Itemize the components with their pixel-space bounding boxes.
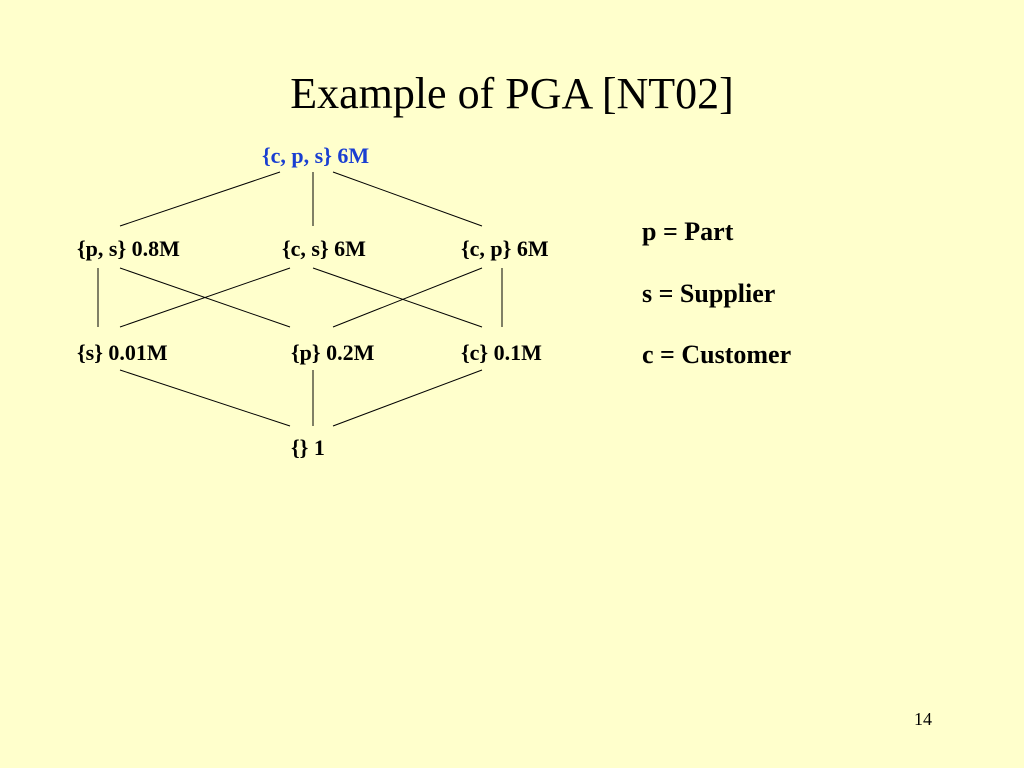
node-s: {s} 0.01M [77, 340, 168, 365]
node-p: {p} 0.2M [291, 340, 375, 365]
slide-title: Example of PGA [NT02] [290, 69, 734, 118]
edge-cp-p [332, 267, 483, 328]
edge-cps-cp [332, 171, 483, 227]
edge-cps-ps [119, 171, 281, 227]
edge-cs-s [119, 267, 291, 328]
edge-s-empty [119, 369, 291, 427]
node-empty: {} 1 [291, 435, 325, 460]
node-c: {c} 0.1M [461, 340, 542, 365]
edge-c-empty [332, 369, 483, 427]
node-ps: {p, s} 0.8M [77, 236, 180, 261]
node-cps: {c, p, s} 6M [262, 143, 370, 168]
legend-supplier: s = Supplier [642, 279, 776, 308]
legend-customer: c = Customer [642, 340, 792, 369]
legend-part: p = Part [642, 217, 734, 246]
node-cs: {c, s} 6M [282, 236, 366, 261]
page-number: 14 [914, 709, 932, 729]
edge-cs-c [312, 267, 483, 328]
node-cp: {c, p} 6M [461, 236, 549, 261]
